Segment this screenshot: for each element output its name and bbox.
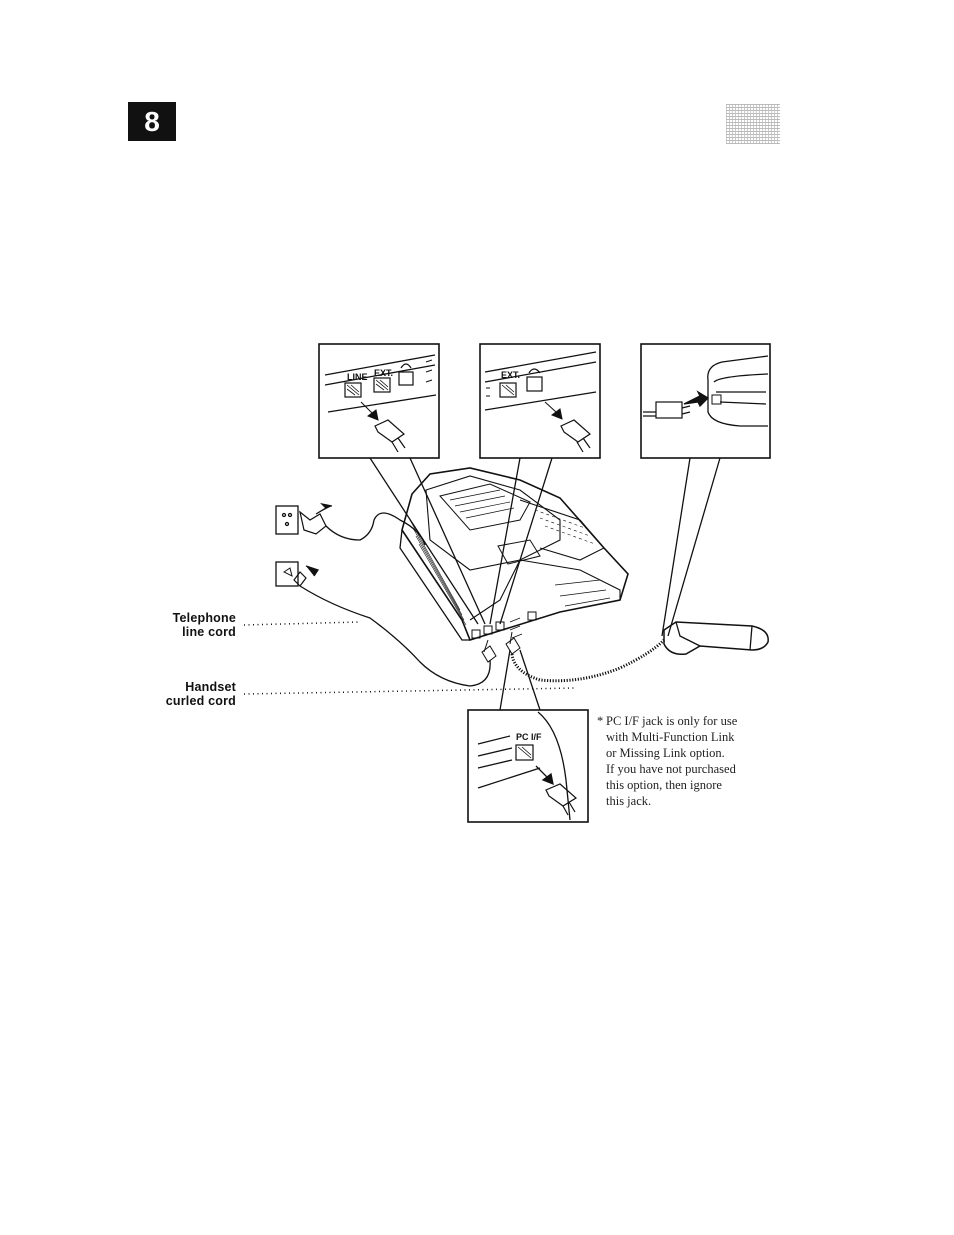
note-line: with Multi-Function Link [597, 729, 747, 745]
pc-if-note: * PC I/F jack is only for use with Multi… [597, 713, 747, 809]
wall-outlets [276, 504, 425, 586]
note-line: If you have not purchased [597, 761, 747, 777]
svg-text:EXT.: EXT. [501, 370, 520, 380]
svg-text:EXT.: EXT. [374, 368, 393, 378]
note-line: or Missing Link option. [597, 745, 747, 761]
note-line: PC I/F jack is only for use [597, 713, 747, 729]
note-line: this jack. [597, 793, 747, 809]
callout-pc-if-jack: PC I/F [468, 710, 588, 822]
handset [664, 622, 768, 654]
callout-leaders [370, 458, 720, 710]
callout-ext-handset-jacks: EXT. [480, 344, 600, 458]
telephone-label-leader [244, 622, 360, 625]
callout-line-ext-jacks: LINE EXT. [319, 344, 439, 458]
note-line: this option, then ignore [597, 777, 747, 793]
note-marker: * [597, 713, 603, 729]
callout-handset-plug [641, 344, 770, 458]
handset-curled-cord-path [512, 640, 664, 681]
telephone-line-cord-label: Telephone line cord [150, 611, 236, 639]
handset-label-leader [244, 688, 575, 694]
svg-text:LINE: LINE [347, 372, 368, 382]
telephone-line-cord-path [300, 586, 490, 686]
fax-machine [400, 468, 628, 662]
handset-curled-cord-label: Handset curled cord [150, 680, 236, 708]
svg-text:PC I/F: PC I/F [516, 732, 542, 742]
